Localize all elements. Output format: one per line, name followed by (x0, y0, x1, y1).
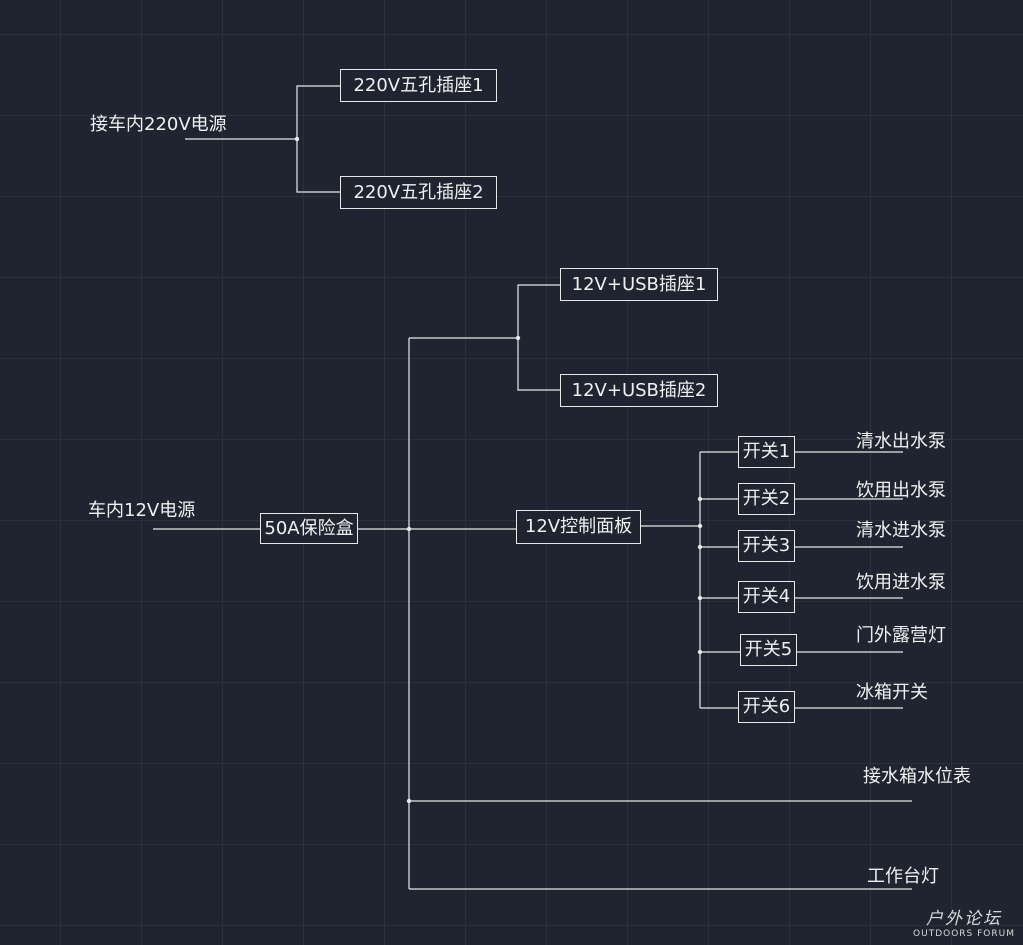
load-fridge: 冰箱开关 (856, 682, 928, 703)
load-clean-out-pump: 清水出水泵 (856, 431, 946, 452)
switch-2: 开关2 (738, 483, 795, 515)
watermark-en: OUTDOORS FORUM (913, 929, 1015, 939)
fuse-box: 50A保险盒 (260, 513, 358, 544)
switch-1: 开关1 (738, 436, 795, 468)
control-panel: 12V控制面板 (516, 510, 641, 544)
ac-source-label: 接车内220V电源 (90, 114, 227, 135)
load-clean-in-pump: 清水进水泵 (856, 520, 946, 541)
switch-5: 开关5 (740, 634, 797, 666)
watermark-cn: 户外论坛 (926, 909, 1003, 929)
switch-3: 开关3 (738, 530, 795, 562)
switch-4: 开关4 (738, 581, 795, 613)
switch-6: 开关6 (738, 691, 795, 723)
load-camp-light: 门外露营灯 (856, 625, 946, 646)
load-water-level-meter: 接水箱水位表 (863, 766, 971, 787)
forum-watermark: 户外论坛 OUTDOORS FORUM (913, 904, 1015, 939)
usb-socket-1: 12V+USB插座1 (560, 268, 718, 301)
ac-socket-2: 220V五孔插座2 (340, 176, 497, 209)
dc-source-label: 车内12V电源 (88, 500, 196, 521)
load-workbench-light: 工作台灯 (867, 866, 939, 887)
load-drink-in-pump: 饮用进水泵 (856, 572, 946, 593)
usb-socket-2: 12V+USB插座2 (560, 374, 718, 407)
load-drink-out-pump: 饮用出水泵 (856, 480, 946, 501)
ac-socket-1: 220V五孔插座1 (340, 69, 497, 102)
